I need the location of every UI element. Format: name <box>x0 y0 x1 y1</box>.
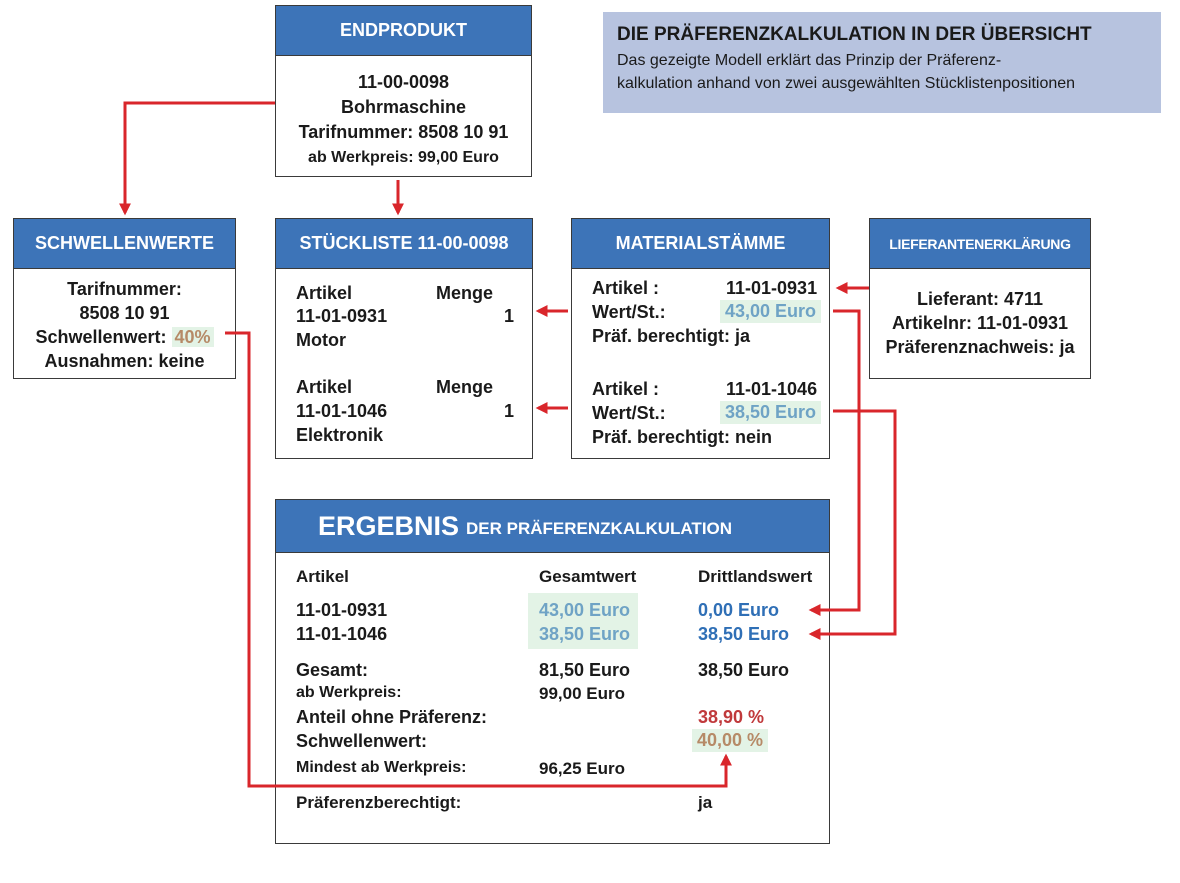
info-title: DIE PRÄFERENZKALKULATION IN DER ÜBERSICH… <box>617 24 1092 45</box>
material-number-1: 11-01-0931 <box>726 278 818 298</box>
stueckliste-artikel-label-1: Artikel <box>296 283 353 303</box>
arrow-endprodukt-to-schwellenwerte <box>119 101 275 216</box>
ergebnis-row-2-artikel: 11-01-1046 <box>296 624 388 644</box>
material-wert-label-2: Wert/St.: <box>592 403 666 423</box>
lieferant-line-1: Lieferant: 4711 <box>916 289 1044 309</box>
stueckliste-menge-label-2: Menge <box>436 377 494 397</box>
endprodukt-header: ENDPRODUKT <box>276 6 531 56</box>
stueckliste-name-1: Motor <box>296 330 346 350</box>
ergebnis-col-artikel: Artikel <box>296 567 349 586</box>
ergebnis-anteil-label: Anteil ohne Präferenz: <box>296 707 488 727</box>
endprodukt-number: 11-00-0098 <box>357 72 450 92</box>
stueckliste-box: STÜCKLISTE 11-00-0098 Artikel Menge 11-0… <box>275 218 533 459</box>
stueckliste-menge-label-1: Menge <box>436 283 494 303</box>
ergebnis-box: ERGEBNIS DER PRÄFERENZKALKULATION Artike… <box>275 499 830 844</box>
ergebnis-gesamt-value: 81,50 Euro <box>539 660 631 680</box>
material-number-2: 11-01-1046 <box>726 379 818 399</box>
schwellenwerte-line-1: Tarifnummer: <box>67 279 182 299</box>
ergebnis-row-1-gesamt: 43,00 Euro <box>539 600 631 620</box>
ergebnis-row-2-gesamt: 38,50 Euro <box>539 624 631 644</box>
material-wert-1: 43,00 Euro <box>720 300 822 323</box>
material-artikel-label-1: Artikel : <box>592 278 660 298</box>
endprodukt-price: ab Werkpreis: 99,00 Euro <box>308 149 499 166</box>
schwellenwerte-header: SCHWELLENWERTE <box>14 219 235 269</box>
stueckliste-name-2: Elektronik <box>296 425 384 445</box>
lieferant-line-3: Präferenznachweis: ja <box>885 337 1075 357</box>
materialstaemme-header: MATERIALSTÄMME <box>572 219 829 269</box>
stueckliste-qty-2: 1 <box>504 401 515 421</box>
info-line-1: Das gezeigte Modell erklärt das Prinzip … <box>617 52 1002 69</box>
ergebnis-header-small: DER PRÄFERENZKALKULATION <box>466 519 733 538</box>
info-box: DIE PRÄFERENZKALKULATION IN DER ÜBERSICH… <box>603 12 1161 113</box>
stueckliste-qty-1: 1 <box>504 306 515 326</box>
ergebnis-row-1-dritt: 0,00 Euro <box>698 600 780 620</box>
lieferantenerklaerung-header: LIEFERANTENERKLÄRUNG <box>870 219 1090 269</box>
material-praef-1: Präf. berechtigt: ja <box>592 326 751 346</box>
ergebnis-anteil-value: 38,90 % <box>698 707 765 727</box>
ergebnis-header: ERGEBNIS DER PRÄFERENZKALKULATION <box>276 500 829 553</box>
material-wert-label-1: Wert/St.: <box>592 302 666 322</box>
ergebnis-werkpreis-label: ab Werkpreis: <box>296 684 402 701</box>
material-artikel-label-2: Artikel : <box>592 379 660 399</box>
lieferantenerklaerung-box: LIEFERANTENERKLÄRUNG Lieferant: 4711 Art… <box>869 218 1091 379</box>
schwellenwerte-box: SCHWELLENWERTE Tarifnummer: 8508 10 91 S… <box>13 218 236 379</box>
material-wert-2: 38,50 Euro <box>720 401 822 424</box>
ergebnis-header-big: ERGEBNIS <box>318 510 460 541</box>
ergebnis-gesamt-dritt: 38,50 Euro <box>698 660 790 680</box>
ergebnis-mindest-value: 96,25 Euro <box>539 759 625 778</box>
ergebnis-row-2-dritt: 38,50 Euro <box>698 624 790 644</box>
schwellenwerte-threshold-label: Schwellenwert: <box>35 327 167 347</box>
schwellenwerte-line-2: 8508 10 91 <box>79 303 170 323</box>
ergebnis-schwellen-label: Schwellenwert: <box>296 731 428 751</box>
stueckliste-number-1: 11-01-0931 <box>296 306 388 326</box>
ergebnis-berechtigt-label: Präferenzberechtigt: <box>296 793 462 812</box>
endprodukt-box: ENDPRODUKT 11-00-0098 Bohrmaschine Tarif… <box>275 5 532 177</box>
ergebnis-col-dritt: Drittlandswert <box>698 567 813 586</box>
lieferant-line-2: Artikelnr: 11-01-0931 <box>891 313 1069 333</box>
ergebnis-row-1-artikel: 11-01-0931 <box>296 600 388 620</box>
ergebnis-col-gesamt: Gesamtwert <box>539 567 637 586</box>
material-praef-2: Präf. berechtigt: nein <box>592 427 773 447</box>
materialstaemme-box: MATERIALSTÄMME Artikel : 11-01-0931 Wert… <box>571 218 830 459</box>
schwellenwerte-threshold-value: 40% <box>171 327 214 347</box>
stueckliste-artikel-label-2: Artikel <box>296 377 353 397</box>
ergebnis-schwellen-value: 40,00 % <box>692 729 769 752</box>
endprodukt-name: Bohrmaschine <box>340 97 467 117</box>
endprodukt-tarif: Tarifnummer: 8508 10 91 <box>298 122 509 142</box>
schwellenwerte-line-4: Ausnahmen: keine <box>44 351 205 371</box>
ergebnis-berechtigt-value: ja <box>698 793 713 812</box>
info-line-2: kalkulation anhand von zwei ausgewählten… <box>617 75 1076 92</box>
stueckliste-header: STÜCKLISTE 11-00-0098 <box>276 219 532 269</box>
stueckliste-number-2: 11-01-1046 <box>296 401 388 421</box>
ergebnis-werkpreis-value: 99,00 Euro <box>539 684 625 703</box>
ergebnis-gesamt-label: Gesamt: <box>296 660 369 680</box>
ergebnis-mindest-label: Mindest ab Werkpreis: <box>296 759 467 776</box>
